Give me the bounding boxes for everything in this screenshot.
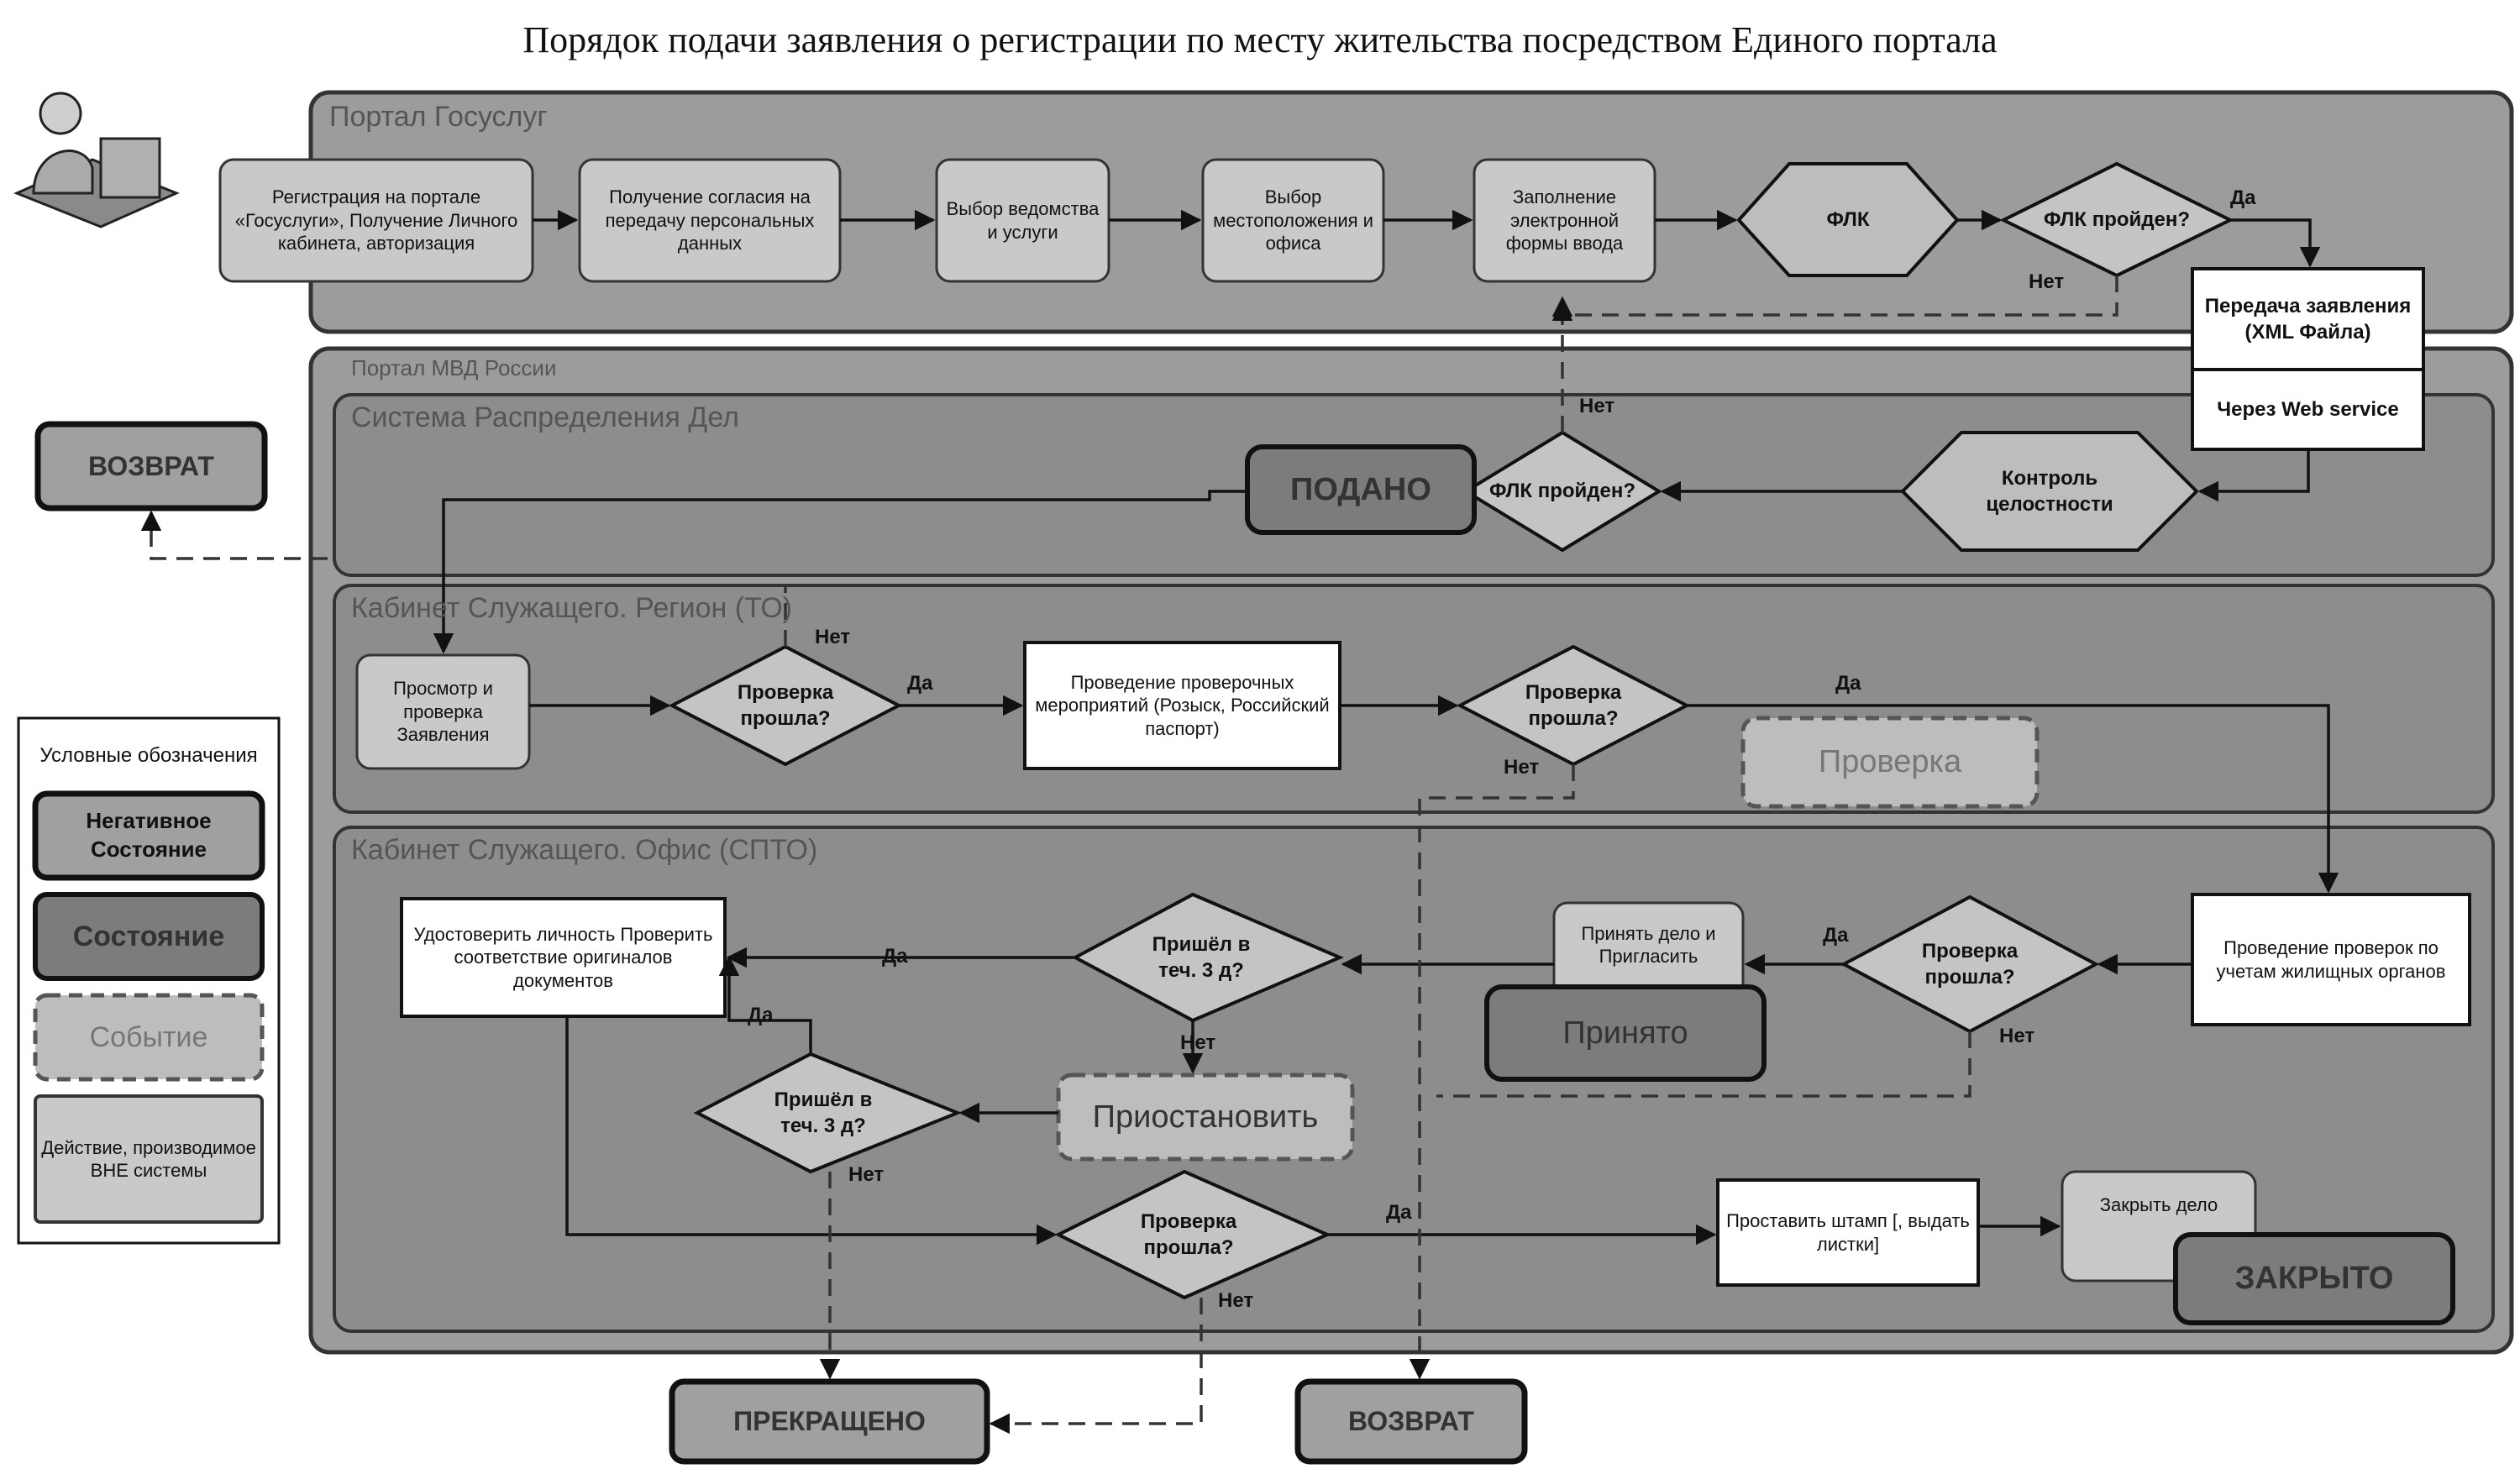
form-text: Заполнение электронной формы ввода — [1505, 186, 1624, 254]
label-no-came2: Нет — [848, 1163, 885, 1186]
flk-text: ФЛК — [1826, 207, 1870, 231]
state-submitted — [1245, 444, 1477, 535]
check2-text: Проверка прошла? — [1525, 680, 1622, 730]
label-no-check4: Нет — [1218, 1289, 1254, 1312]
came1-text: Пришёл в теч. 3 д? — [1152, 932, 1251, 982]
legend-action — [34, 1094, 264, 1224]
label-no-check1: Нет — [815, 626, 851, 648]
flk-ok-text: ФЛК пройден? — [2043, 207, 2191, 231]
label-no-check2: Нет — [1504, 756, 1540, 779]
stamp-text: Проставить штамп [, выдать листки] — [1726, 1210, 1970, 1255]
box-webservice — [2191, 368, 2425, 451]
return-left-text: ВОЗВРАТ — [88, 450, 214, 481]
diamond-came1 — [1071, 892, 1345, 1023]
hex-integrity — [1900, 431, 2199, 552]
legend-event — [33, 993, 265, 1082]
verify-text: Удостоверить личность Проверить соответс… — [413, 923, 713, 991]
state-accepted — [1484, 984, 1767, 1082]
close-text: Закрыть дело — [2099, 1194, 2218, 1216]
label-yes-came1: Да — [882, 945, 908, 968]
location-text: Выбор местоположения и офиса — [1213, 186, 1373, 254]
check3-text: Проверка прошла? — [1921, 939, 2019, 989]
label-yes-check1: Да — [907, 672, 933, 695]
label-yes-check4: Да — [1386, 1201, 1412, 1224]
diagram-title: Порядок подачи заявления о регистрации п… — [522, 19, 1998, 60]
dept-text: Выбор ведомства и услуги — [946, 198, 1100, 243]
check-event-text: Проверка — [1818, 744, 1962, 779]
label-yes-flk: Да — [2230, 186, 2256, 209]
event-suspend — [1056, 1073, 1355, 1162]
event-check — [1740, 716, 2040, 809]
legend-action-text: Действие, производимое ВНЕ системы — [41, 1136, 256, 1182]
suspend-text: Приостановить — [1092, 1099, 1319, 1135]
dashed-connectors — [140, 275, 2118, 1435]
box-review — [355, 653, 531, 770]
transfer-text: Передача заявления (XML Файла) — [2204, 294, 2412, 344]
lane-title-office: Кабинет Служащего. Офис (СПТО) — [351, 834, 818, 866]
registration-text: Регистрация на портале «Госуслуги», Полу… — [234, 186, 518, 254]
state-return-bottom — [1294, 1378, 1528, 1465]
label-yes-came2: Да — [748, 1004, 774, 1026]
state-closed — [2173, 1232, 2455, 1325]
terminated-text: ПРЕКРАЩЕНО — [733, 1406, 926, 1436]
webservice-text: Через Web service — [2217, 397, 2399, 421]
legend-negative — [32, 790, 265, 881]
legend-title: Условные обозначения — [39, 743, 258, 767]
came2-text: Пришёл в теч. 3 д? — [774, 1088, 873, 1137]
review-text: Просмотр и проверка Заявления — [393, 678, 493, 746]
box-housing — [2191, 893, 2471, 1026]
diamond-flk-ok2 — [1462, 430, 1662, 553]
lane-title-system: Система Распределения Дел — [351, 401, 739, 433]
integrity-text: Контроль целостности — [1986, 466, 2113, 516]
label-no-came1: Нет — [1180, 1031, 1216, 1054]
check1-text: Проверка прошла? — [737, 680, 834, 730]
check4-text: Проверка прошла? — [1140, 1209, 1237, 1259]
submitted-text: ПОДАНО — [1290, 471, 1431, 507]
lane-title-region: Кабинет Служащего. Регион (ТО) — [351, 592, 793, 624]
legend-event-text: Событие — [89, 1020, 208, 1053]
legend-state-text: Состояние — [72, 920, 225, 952]
label-no-check3: Нет — [1999, 1025, 2035, 1047]
accepted-text: Принято — [1562, 1015, 1688, 1051]
box-transfer — [2191, 267, 2425, 371]
checkact-text: Проведение проверочных мероприятий (Розы… — [1035, 671, 1330, 739]
box-stamp — [1716, 1178, 1980, 1287]
connectors — [433, 209, 2339, 1246]
housing-text: Проведение проверок по учетам жилищных о… — [2216, 937, 2446, 982]
legend-negative-text: Негативное Состояние — [86, 808, 212, 862]
box-checkact — [1023, 641, 1341, 770]
label-yes-check3: Да — [1823, 924, 1849, 947]
accept-text: Принять дело и Пригласить — [1581, 922, 1716, 968]
legend-state — [33, 892, 265, 981]
label-no-flk: Нет — [2029, 270, 2065, 293]
return-bottom-text: ВОЗВРАТ — [1348, 1406, 1474, 1436]
lane-title-gosuslugi: Портал Госуслуг — [329, 101, 548, 133]
consent-text: Получение согласия на передачу персональ… — [605, 186, 815, 254]
diamond-check3 — [1840, 894, 2100, 1034]
lane-title-mvd: Портал МВД России — [351, 355, 557, 380]
state-return-left — [34, 421, 268, 511]
label-yes-check2: Да — [1835, 672, 1861, 695]
label-no-flk2: Нет — [1579, 395, 1615, 417]
state-terminated — [669, 1378, 990, 1465]
closed-text: ЗАКРЫТО — [2234, 1261, 2394, 1296]
diamond-came2 — [693, 1052, 963, 1174]
flk-ok2-text: ФЛК пройден? — [1488, 480, 1636, 503]
box-verify — [400, 897, 727, 1018]
user-at-computer-icon — [13, 92, 180, 228]
